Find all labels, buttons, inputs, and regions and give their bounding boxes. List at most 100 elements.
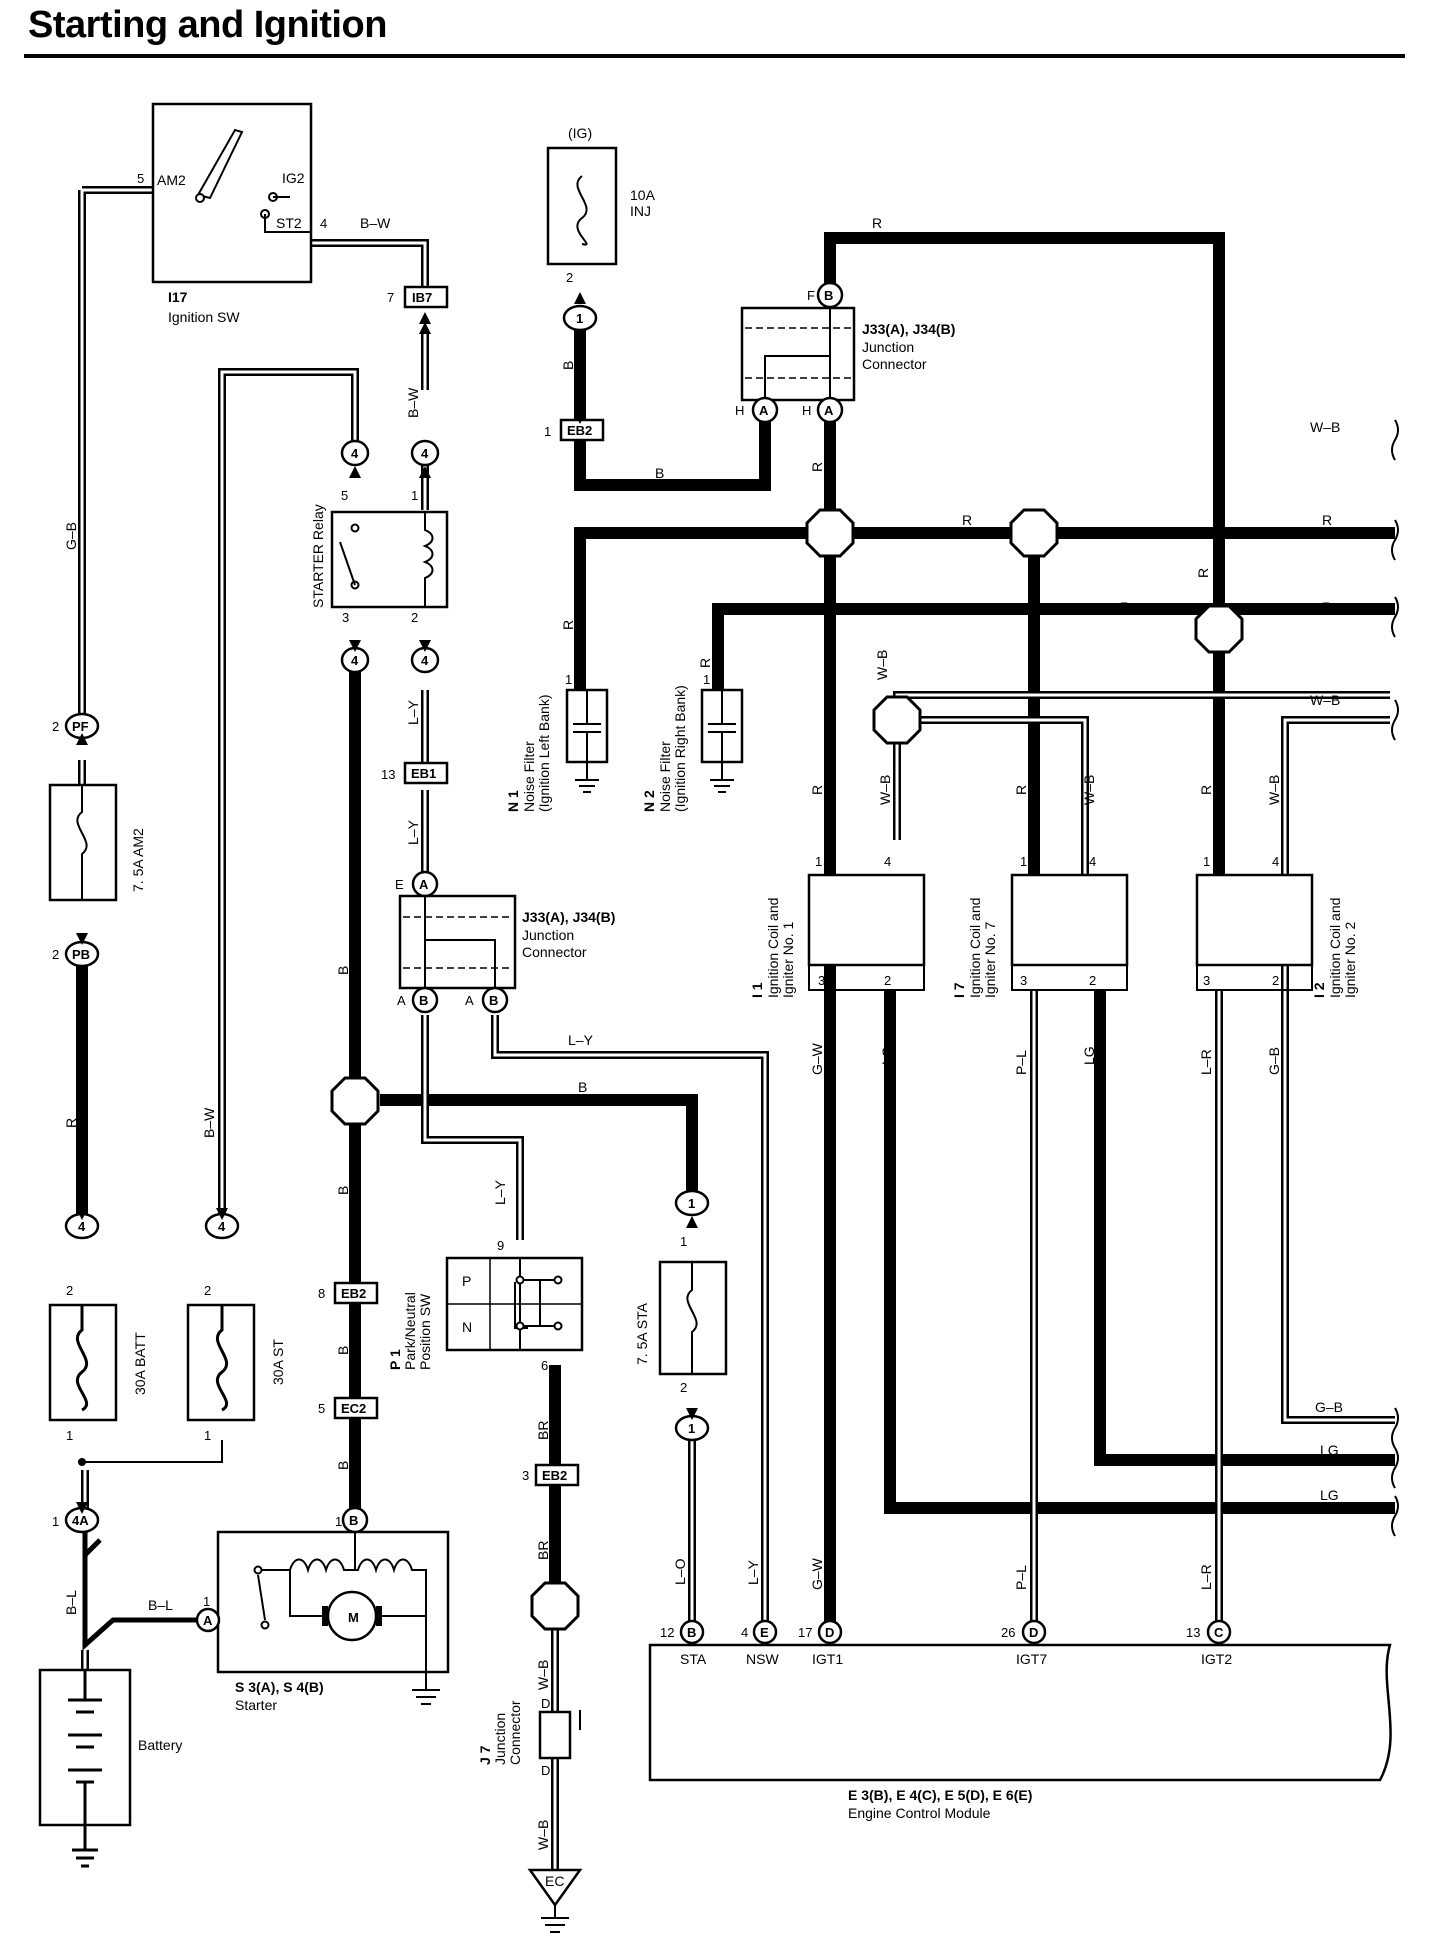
ig2-code: I 2 [1311,982,1327,998]
pin-jmid-e: E [395,877,404,892]
wire-label-gw-1: G–W [809,1042,825,1075]
pin-ecm-12: 12 [660,1625,674,1640]
wire-label-wb-j7a: W–B [535,1660,551,1690]
pnp-code: P 1 [387,1349,403,1370]
fuse-inj-source: (IG) [568,125,592,141]
wire-label-b-v3: B [335,1346,351,1355]
fuse-sta-name: 7. 5A STA [634,1302,650,1365]
pnp-pos-p: P [462,1273,471,1289]
igniter-7 [1010,873,1129,967]
battery-name: Battery [138,1737,182,1753]
pin-j7-d1: D [541,1696,550,1711]
jmid-line1: Junction [522,927,574,943]
starter-name: Starter [235,1697,277,1713]
pin-ig1-3: 3 [818,973,825,988]
wire-label-lg-1: LG [879,1046,895,1065]
pin-4a: 1 [52,1514,59,1529]
wire-label-r-ig7: R [1013,785,1029,795]
conn-oval-batt: 4 [78,1219,86,1234]
pin-ig7-3: 3 [1020,973,1027,988]
wire-label-wb-ig7: W–B [1081,775,1097,805]
fuse-am2 [48,783,118,902]
pin-ig1-1: 1 [815,854,822,869]
pin-eb1: 13 [381,767,395,782]
conn-eb1: EB1 [411,766,436,781]
pin-relay-2: 2 [411,610,418,625]
pin-ecm-4: 4 [741,1625,748,1640]
jmid-code: J33(A), J34(B) [522,909,615,925]
nf1-line1: Noise Filter [521,741,537,812]
wire-label-bw-left: B–W [201,1107,217,1138]
wire-label-wb-2: W–B [1310,692,1340,708]
wire-label-lg-right2: LG [1320,1487,1339,1503]
wire-label-r-v1: R [809,462,825,472]
nf2-code: N 2 [641,790,657,812]
fuse-inj-rating: 10A [630,187,656,203]
wire-label-r-ig1: R [809,785,825,795]
conn-ib7: IB7 [412,290,432,305]
pin-eb2-top: 1 [544,424,551,439]
ignsw-am2: AM2 [157,172,186,188]
conn-eb2-top: EB2 [567,423,592,438]
wire-label-ly-2: L–Y [405,819,421,845]
wire-label-ly-4: L–Y [492,1179,508,1205]
wire-label-r-top: R [872,215,882,231]
ecm-pin-sta: STA [680,1651,707,1667]
wire-label-r-4: R [1120,599,1130,615]
jmid-line2: Connector [522,944,587,960]
wire-label-lr-1: L–R [1198,1049,1214,1075]
splice-br [530,1581,580,1631]
pin-nf1: 1 [565,672,572,687]
jtop-code: J33(A), J34(B) [862,321,955,337]
park-neutral-switch [445,1256,584,1352]
splice-r-1 [805,508,855,558]
ground-ec: EC [545,1873,564,1889]
wire-label-br-2: BR [535,1541,551,1560]
wire-label-b-inj: B [560,361,576,370]
ecm-name: Engine Control Module [848,1805,991,1821]
fuse-st [186,1303,256,1422]
ig2-line1: Ignition Coil and [1327,898,1343,998]
pin-batt-1: 1 [66,1428,73,1443]
starter-motor [216,1530,450,1705]
wire-label-r-6: R [1195,568,1211,578]
splice-wb [872,695,922,745]
conn-jmid-b1: B [419,993,428,1008]
conn-jmid-a: A [419,877,429,892]
wire-b-junction [574,418,771,491]
pin-eb2-bottom: 3 [522,1468,529,1483]
ig7-line2: Igniter No. 7 [982,922,998,998]
noise-filter-1 [565,688,609,793]
wire-label-r-5: R [1322,599,1332,615]
pin-pf: 2 [52,719,59,734]
wire-label-wb-j7b: W–B [535,1820,551,1850]
conn-ecm-e: E [760,1625,769,1640]
pin-ecm-26: 26 [1001,1625,1015,1640]
ig2-line2: Igniter No. 2 [1342,922,1358,998]
conn-jmid-b2: B [489,993,498,1008]
ecm-pin-igt7: IGT7 [1016,1651,1047,1667]
ig1-line1: Ignition Coil and [765,898,781,998]
wire-label-r-ig2: R [1198,785,1214,795]
pin-ig1-4: 4 [884,854,891,869]
pin-batt-2: 2 [66,1283,73,1298]
pin-ecm-17: 17 [798,1625,812,1640]
wire-label-wb-ig2: W–B [1266,775,1282,805]
ignsw-st2: ST2 [276,215,302,231]
conn-ecm-d1: D [825,1625,834,1640]
pin-ig2-4: 4 [1272,854,1279,869]
pin-ig1-2: 2 [884,973,891,988]
ignition-switch [151,102,313,284]
wire-r-right-bank [712,603,1395,690]
nf2-line1: Noise Filter [657,741,673,812]
wire-label-r-nf2: R [697,658,713,668]
wire-label-wb-3: W–B [874,650,890,680]
wire-label-lg-right1: LG [1320,1442,1339,1458]
ig1-code: I 1 [749,982,765,998]
starter-code: S 3(A), S 4(B) [235,1679,324,1695]
conn-eb2-mid: EB2 [341,1286,366,1301]
pin-ig2-2: 2 [1272,973,1279,988]
starter-relay [330,510,449,609]
ig1-line2: Igniter No. 1 [780,922,796,998]
